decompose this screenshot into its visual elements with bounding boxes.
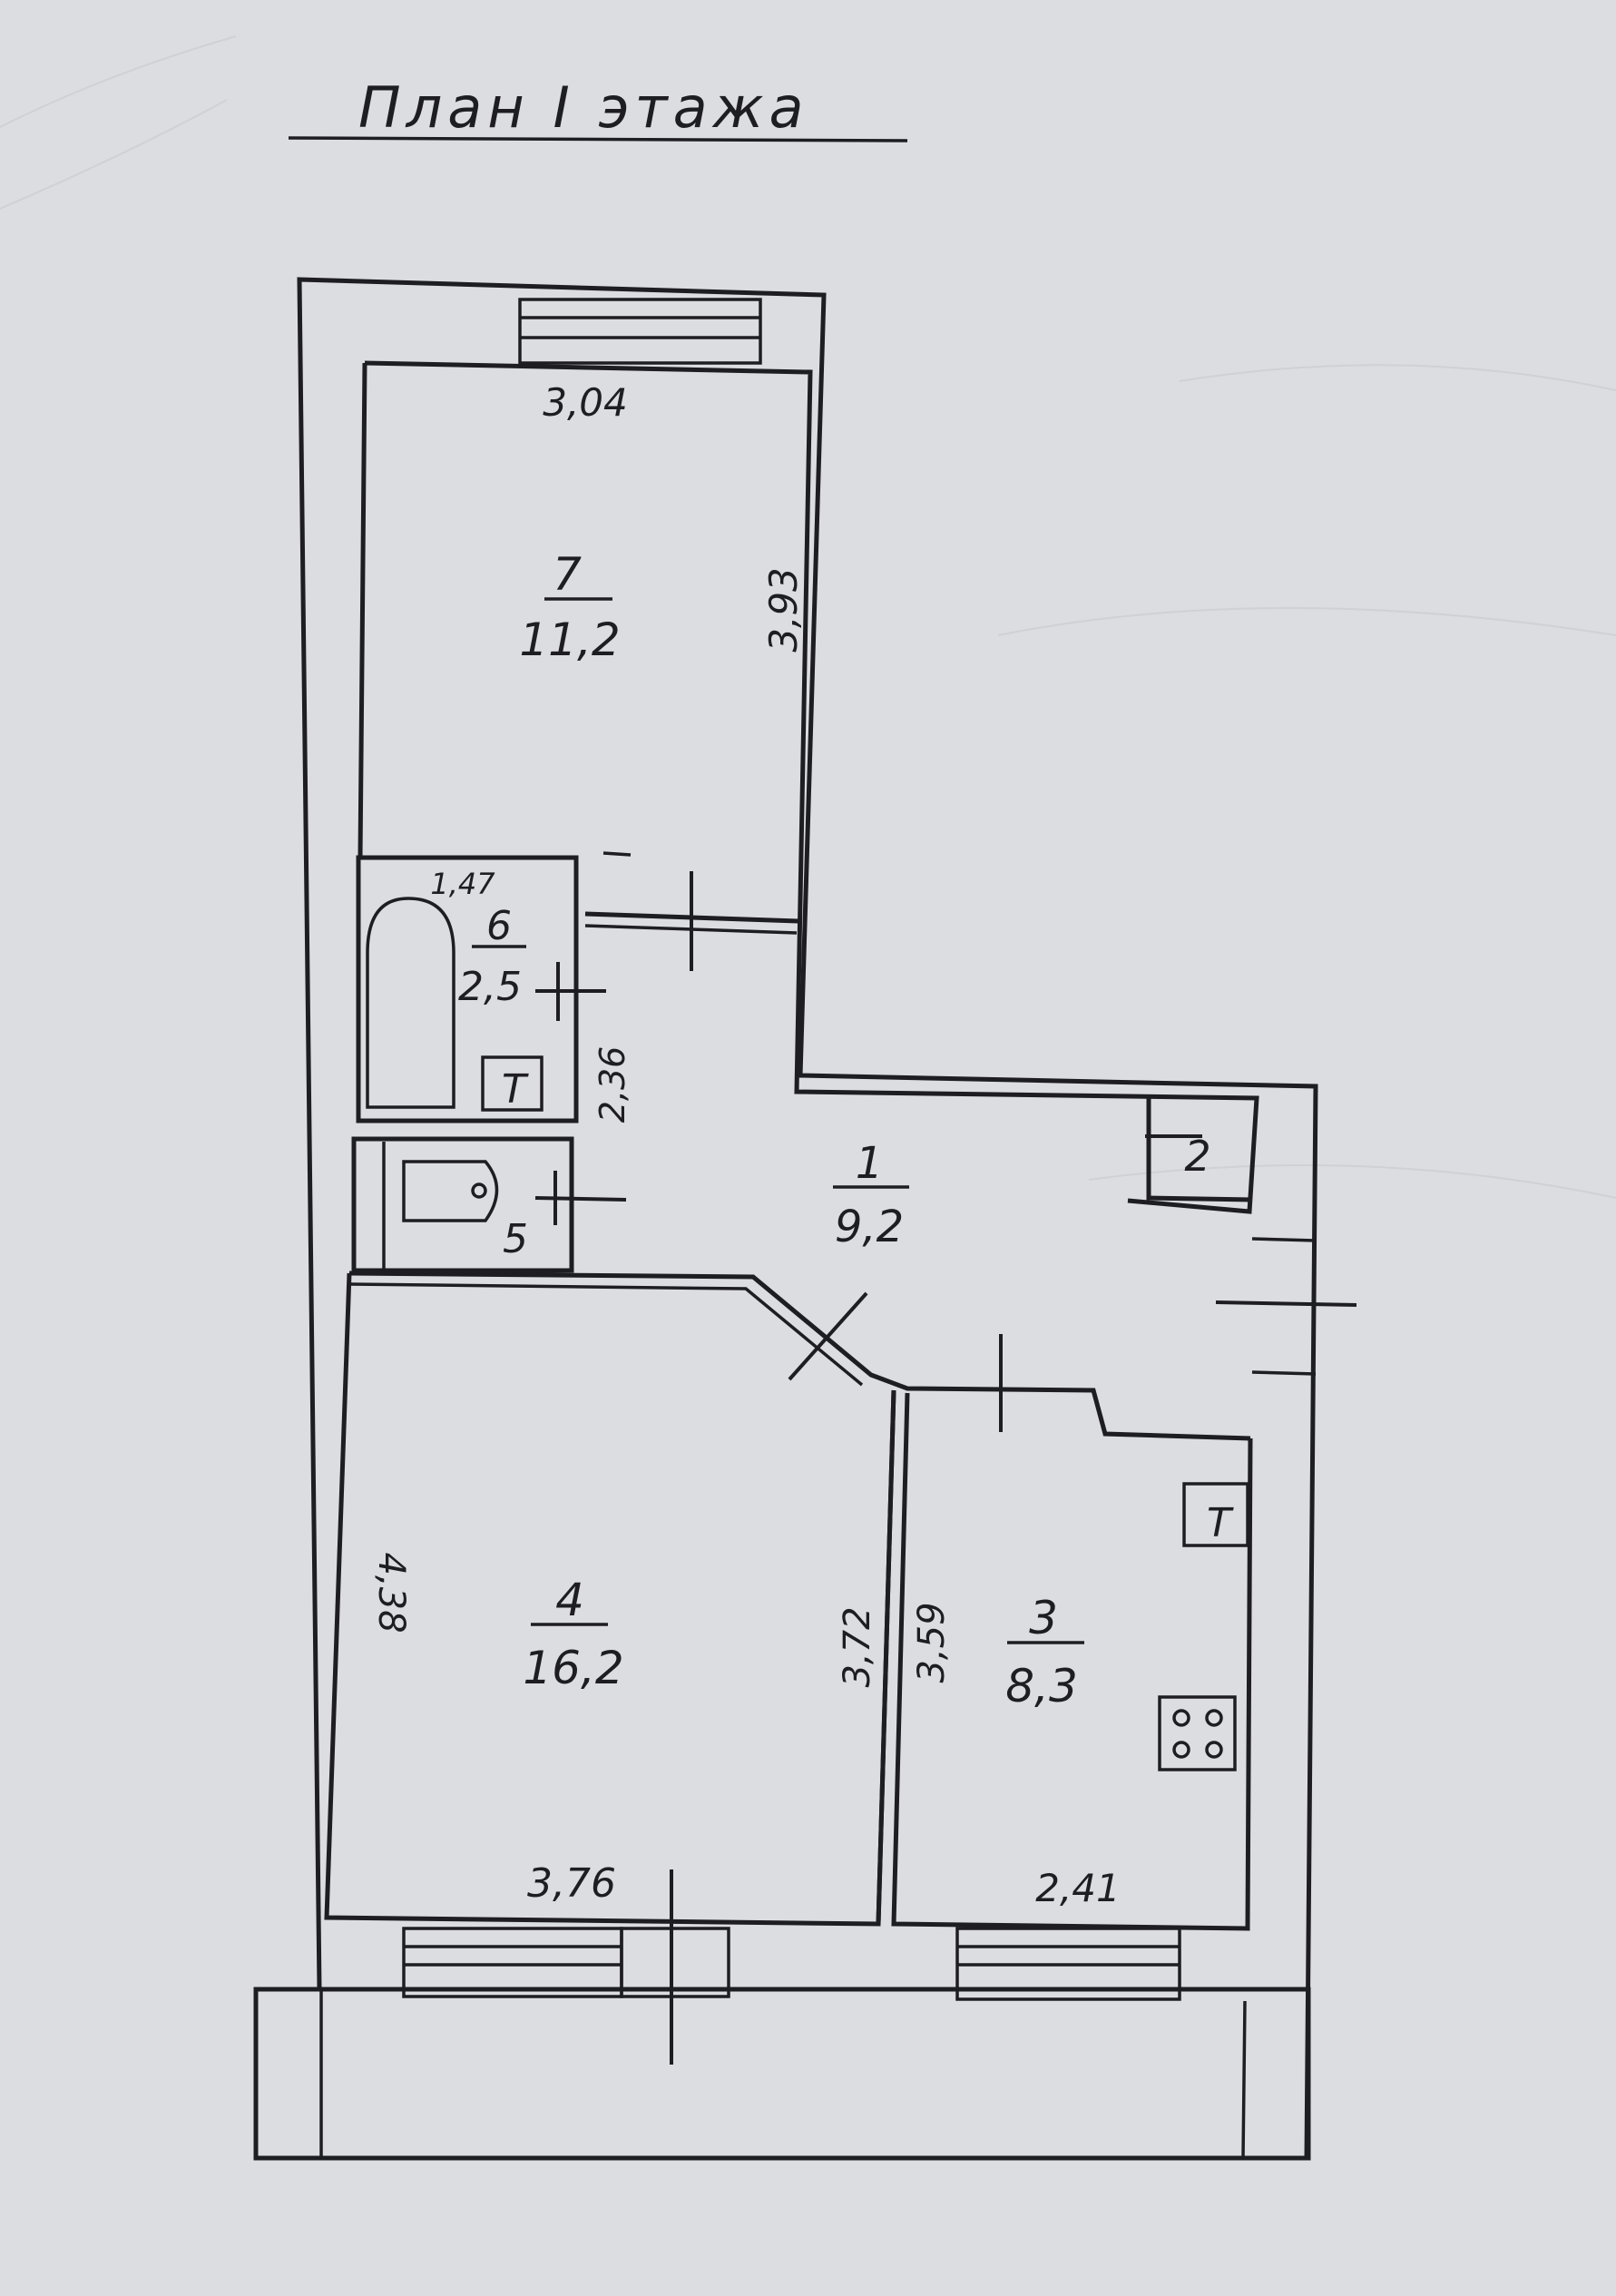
room-6-label: 6 2,5 bbox=[458, 903, 526, 1010]
dim-room6-width: 1,47 bbox=[430, 867, 495, 901]
door-5-mark bbox=[534, 1196, 627, 1202]
balcony-right-post bbox=[1241, 2000, 1247, 2159]
wall-hall-room4 bbox=[348, 1271, 1251, 1441]
plan-title: План I этажа bbox=[358, 74, 808, 141]
window-top bbox=[518, 298, 762, 365]
room-4-area: 16,2 bbox=[523, 1642, 623, 1694]
dim-room3-width: 2,41 bbox=[1035, 1866, 1121, 1910]
room-5-number: 5 bbox=[503, 1216, 528, 1262]
room-5-outline bbox=[351, 1136, 574, 1273]
bathtub bbox=[366, 897, 455, 1109]
room-1-number: 1 bbox=[856, 1138, 884, 1189]
room-3-label: 3 8,3 bbox=[1005, 1592, 1084, 1712]
partition-4-3 bbox=[876, 1389, 896, 1925]
room-2-outline bbox=[1146, 1095, 1253, 1202]
toilet bbox=[402, 1160, 499, 1222]
room-2-label: 2 bbox=[1184, 1132, 1210, 1181]
riser-3-symbol: T bbox=[1207, 1500, 1234, 1546]
title-underline bbox=[288, 136, 908, 142]
room-6-number: 6 bbox=[486, 903, 512, 949]
stove bbox=[1158, 1695, 1237, 1771]
balcony bbox=[253, 1987, 1311, 2161]
wall-hall-room4-inner bbox=[348, 1282, 864, 1387]
entrance-jamb-top bbox=[1251, 1237, 1317, 1242]
entrance-jamb-bottom bbox=[1251, 1370, 1317, 1376]
room-4-number: 4 bbox=[555, 1574, 584, 1626]
dim-room4-width: 3,76 bbox=[527, 1860, 616, 1907]
room-7-label: 7 11,2 bbox=[519, 548, 620, 666]
window-room-4 bbox=[402, 1927, 623, 1998]
dim-room4-right: 3,72 bbox=[837, 1606, 878, 1687]
room-3-number: 3 bbox=[1029, 1592, 1058, 1644]
room-2-number: 2 bbox=[1184, 1132, 1210, 1181]
room-7-area: 11,2 bbox=[519, 613, 620, 666]
room-7-outline bbox=[364, 360, 1259, 1214]
window-room-3 bbox=[955, 1927, 1181, 2001]
dim-room7-width: 3,04 bbox=[543, 380, 628, 425]
dim-room4-length: 4,38 bbox=[370, 1552, 412, 1633]
room-5-label: 5 bbox=[503, 1216, 528, 1262]
outer-wall bbox=[253, 277, 1318, 2161]
hall-stray-mark bbox=[602, 851, 632, 857]
riser-6-box bbox=[481, 1055, 544, 1112]
room-1-area: 9,2 bbox=[835, 1202, 904, 1252]
door-4-mark bbox=[788, 1291, 868, 1381]
room-4-label: 4 16,2 bbox=[523, 1574, 623, 1694]
paper-texture bbox=[0, 35, 1616, 1199]
riser-6-symbol: T bbox=[502, 1066, 529, 1113]
room-7-number: 7 bbox=[553, 548, 582, 601]
riser-3-box bbox=[1182, 1482, 1249, 1547]
room-1-label: 1 9,2 bbox=[833, 1138, 909, 1252]
balcony-door bbox=[620, 1869, 730, 2065]
entrance-tick bbox=[1215, 1300, 1357, 1307]
dim-room3-left: 3,59 bbox=[911, 1602, 953, 1683]
dim-room6-length: 2,36 bbox=[593, 1046, 632, 1123]
dim-room7-length: 3,93 bbox=[761, 567, 806, 652]
toilet-bowl bbox=[471, 1182, 487, 1199]
room-7-left-wall bbox=[357, 362, 367, 859]
room-3-outline bbox=[891, 1392, 1253, 1931]
room-3-area: 8,3 bbox=[1005, 1660, 1078, 1712]
room-6-area: 2,5 bbox=[458, 964, 522, 1010]
